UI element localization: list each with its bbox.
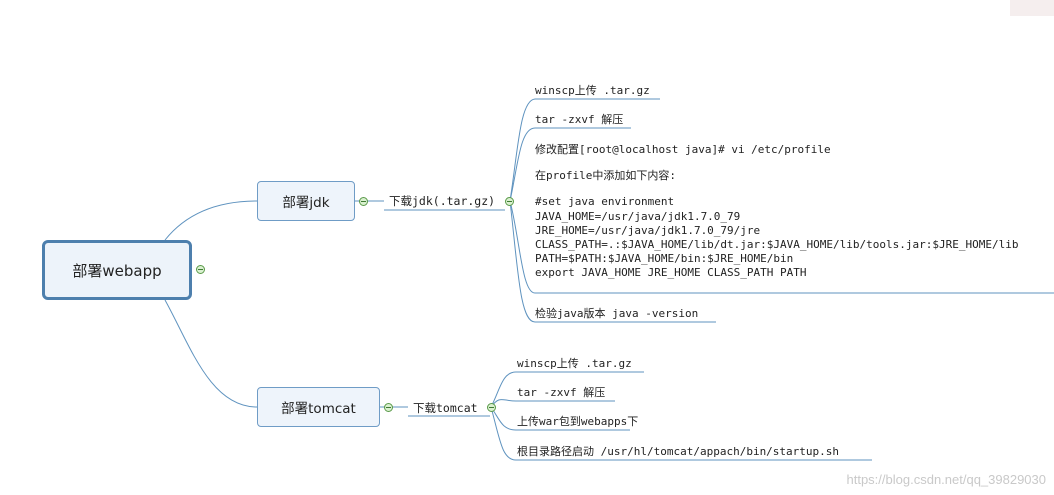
tomcat-step-upload-text: winscp上传 .tar.gz bbox=[517, 357, 632, 370]
connector-jdk-step3 bbox=[509, 200, 1054, 294]
tomcat-step-startup[interactable]: 根目录路径启动 /usr/hl/tomcat/appach/bin/startu… bbox=[517, 445, 839, 459]
collapse-tomcat-icon[interactable] bbox=[384, 403, 393, 412]
node-deploy-tomcat[interactable]: 部署tomcat bbox=[257, 387, 380, 427]
config-line-10: export JAVA_HOME JRE_HOME CLASS_PATH PAT… bbox=[535, 266, 807, 280]
jdk-step-extract[interactable]: tar -zxvf 解压 bbox=[535, 113, 623, 127]
config-line-1: 修改配置[root@localhost java]# vi /etc/profi… bbox=[535, 143, 831, 156]
config-line-6: JAVA_HOME=/usr/java/jdk1.7.0_79 bbox=[535, 209, 741, 223]
connector-tomcat-step4 bbox=[490, 406, 872, 461]
config-line-9: PATH=$PATH:$JAVA_HOME/bin:$JRE_HOME/bin bbox=[535, 252, 794, 266]
jdk-step-configure[interactable]: 修改配置[root@localhost java]# vi /etc/profi… bbox=[535, 143, 1018, 281]
collapse-jdk-icon[interactable] bbox=[359, 197, 368, 206]
connector-jdk-step4 bbox=[509, 200, 716, 323]
connector-root-tomcat bbox=[164, 299, 258, 408]
node-deploy-jdk[interactable]: 部署jdk bbox=[257, 181, 355, 221]
jdk-step-upload[interactable]: winscp上传 .tar.gz bbox=[535, 84, 650, 98]
subtopic-download-tomcat-label: 下载tomcat bbox=[413, 401, 478, 415]
jdk-step-extract-text: tar -zxvf 解压 bbox=[535, 113, 624, 126]
config-line-2 bbox=[535, 157, 1018, 169]
watermark: https://blog.csdn.net/qq_39829030 bbox=[846, 472, 1047, 487]
connector-tomcat-step1 bbox=[490, 371, 644, 408]
subtopic-download-jdk[interactable]: 下载jdk(.tar.gz) bbox=[389, 194, 495, 208]
collapse-jdk-sub-icon[interactable] bbox=[505, 197, 514, 206]
connector-jdk-step1 bbox=[509, 98, 660, 202]
tomcat-step-upload[interactable]: winscp上传 .tar.gz bbox=[517, 357, 632, 371]
tomcat-step-extract-text: tar -zxvf 解压 bbox=[517, 386, 606, 399]
collapse-tomcat-sub-icon[interactable] bbox=[487, 403, 496, 412]
config-line-4 bbox=[535, 183, 1018, 195]
corner-decoration bbox=[1010, 0, 1054, 16]
tomcat-step-startup-text: 根目录路径启动 /usr/hl/tomcat/appach/bin/startu… bbox=[517, 445, 840, 458]
connector-jdk-step2 bbox=[509, 127, 631, 202]
collapse-root-icon[interactable] bbox=[196, 265, 205, 274]
config-line-8: CLASS_PATH=.:$JAVA_HOME/lib/dt.jar:$JAVA… bbox=[535, 238, 1019, 252]
jdk-step-verify[interactable]: 检验java版本 java -version bbox=[535, 307, 698, 321]
node-deploy-jdk-label: 部署jdk bbox=[282, 195, 330, 211]
tomcat-step-upload-war[interactable]: 上传war包到webapps下 bbox=[517, 415, 638, 429]
config-line-7: JRE_HOME=/usr/java/jdk1.7.0_79/jre bbox=[535, 223, 761, 237]
config-line-5: #set java environment bbox=[535, 195, 675, 209]
connector-root-jdk bbox=[164, 200, 258, 241]
config-line-3: 在profile中添加如下内容: bbox=[535, 169, 676, 183]
root-node[interactable]: 部署webapp bbox=[42, 240, 192, 300]
node-deploy-tomcat-label: 部署tomcat bbox=[281, 401, 356, 417]
tomcat-step-extract[interactable]: tar -zxvf 解压 bbox=[517, 386, 605, 400]
connector-tomcat-step2 bbox=[490, 399, 615, 408]
root-label: 部署webapp bbox=[72, 261, 162, 280]
jdk-step-upload-text: winscp上传 .tar.gz bbox=[535, 84, 650, 97]
subtopic-download-jdk-label: 下载jdk(.tar.gz) bbox=[389, 194, 496, 208]
jdk-step-verify-text: 检验java版本 java -version bbox=[535, 307, 699, 320]
tomcat-step-upload-war-text: 上传war包到webapps下 bbox=[517, 415, 639, 428]
subtopic-download-tomcat[interactable]: 下载tomcat bbox=[413, 401, 478, 415]
